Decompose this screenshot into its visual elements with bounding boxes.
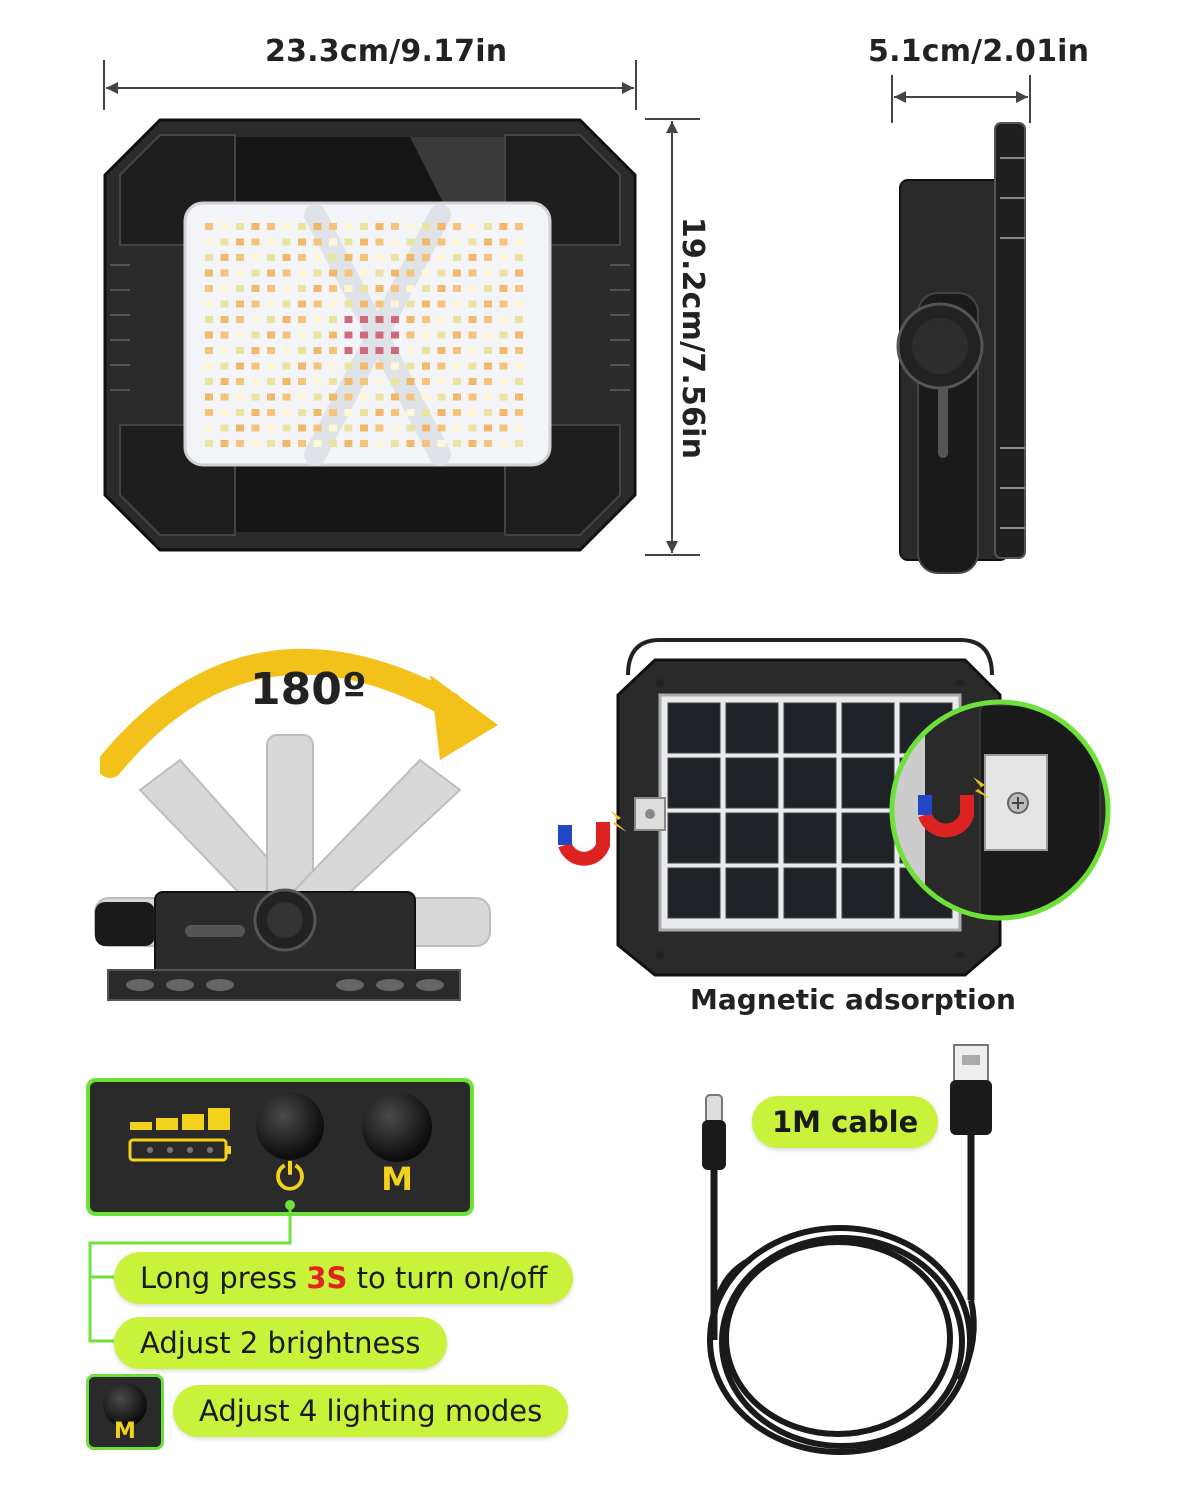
- magnetic-adsorption-caption: Magnetic adsorption: [690, 983, 1016, 1016]
- mode-key-thumbnail-label: M: [114, 1419, 136, 1444]
- brightness-instruction: Adjust 2 brightness: [114, 1317, 447, 1369]
- battery-level-icon: [128, 1108, 231, 1162]
- magnet-icon: [558, 810, 627, 866]
- cable-length-badge: 1M cable: [752, 1096, 939, 1148]
- mode-key-label: M: [381, 1160, 413, 1198]
- depth-dimension-arrow: [891, 75, 1031, 123]
- mode-key-thumbnail-button: [103, 1383, 147, 1427]
- front-view-light: [103, 118, 637, 552]
- modes-instruction: Adjust 4 lighting modes: [173, 1385, 569, 1437]
- power-icon: ⏻: [275, 1157, 305, 1198]
- height-dimension-arrow: [645, 118, 700, 556]
- long-press-instruction: Long press 3S to turn on/off: [114, 1252, 574, 1304]
- power-button[interactable]: [256, 1092, 324, 1160]
- long-press-text-after: to turn on/off: [347, 1261, 548, 1295]
- usb-cable: [702, 1044, 992, 1455]
- side-view-light: [896, 122, 1026, 574]
- mode-button[interactable]: [362, 1092, 432, 1162]
- rotating-bracket-light: [94, 734, 491, 1001]
- width-dimension-arrow: [103, 60, 637, 110]
- rotation-angle-label: 180º: [250, 664, 367, 715]
- width-dimension-label: 23.3cm/9.17in: [265, 34, 508, 69]
- depth-dimension-label: 5.1cm/2.01in: [868, 34, 1090, 69]
- rotation-arrow: [100, 648, 498, 778]
- long-press-text-before: Long press: [140, 1261, 307, 1295]
- long-press-duration: 3S: [306, 1261, 348, 1295]
- magnet-zoom-detail: [889, 699, 1111, 921]
- mode-key-thumbnail: M: [86, 1374, 164, 1450]
